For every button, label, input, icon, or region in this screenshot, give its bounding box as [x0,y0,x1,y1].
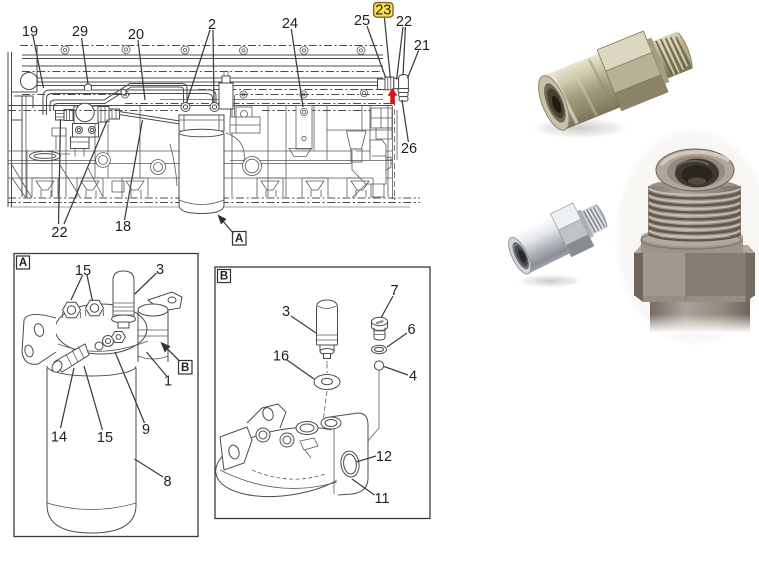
svg-text:2: 2 [208,17,216,33]
svg-text:9: 9 [142,422,150,438]
svg-text:11: 11 [374,491,389,507]
svg-text:26: 26 [401,141,417,157]
svg-text:25: 25 [354,13,370,29]
svg-text:16: 16 [273,349,289,365]
svg-text:15: 15 [97,430,113,446]
svg-text:19: 19 [22,24,38,40]
svg-text:15: 15 [75,263,91,279]
svg-text:21: 21 [414,38,430,54]
svg-text:18: 18 [115,219,131,235]
svg-text:A: A [19,257,27,269]
svg-text:7: 7 [390,283,398,299]
svg-text:22: 22 [51,225,67,241]
svg-text:29: 29 [72,24,88,40]
svg-text:B: B [181,362,189,374]
svg-text:12: 12 [376,449,392,465]
svg-text:20: 20 [128,27,144,43]
svg-text:6: 6 [407,322,415,338]
svg-text:4: 4 [409,369,417,385]
svg-text:B: B [220,271,228,283]
svg-text:3: 3 [282,304,290,320]
svg-text:22: 22 [396,14,412,30]
svg-text:3: 3 [156,262,164,278]
svg-text:14: 14 [51,430,67,446]
svg-text:A: A [235,233,243,245]
svg-text:24: 24 [282,16,298,32]
svg-text:8: 8 [163,474,171,490]
svg-text:23: 23 [375,2,391,18]
svg-text:1: 1 [164,374,172,390]
